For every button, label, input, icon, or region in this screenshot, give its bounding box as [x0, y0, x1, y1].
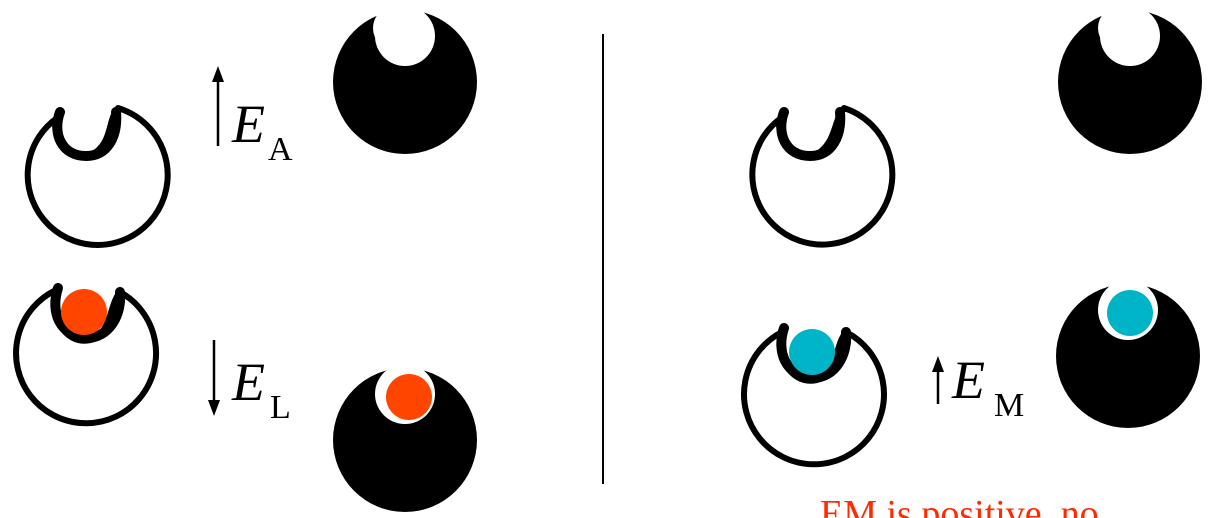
arrow-up-ea [212, 66, 224, 146]
label-em: E M [951, 350, 1024, 424]
receptor-open-bound-right [744, 328, 884, 464]
label-em-sub: M [994, 387, 1024, 424]
label-ea: E A [231, 94, 293, 168]
ligand-red-left-closed [386, 374, 432, 420]
ligand-cyan-right-open [789, 329, 835, 375]
ligand-cyan-right-closed [1107, 290, 1153, 336]
caption-text: EM is positive, no [820, 493, 1099, 518]
label-ea-sub: A [268, 131, 293, 168]
receptor-open-unbound-right [752, 108, 892, 245]
receptor-closed-unbound-right [1058, 6, 1202, 154]
receptor-open-unbound-left [28, 108, 168, 245]
label-em-main: E [951, 350, 985, 410]
label-el: E L [231, 352, 291, 426]
ligand-red-left-open [61, 289, 107, 335]
arrow-down-el [208, 340, 220, 416]
receptor-closed-bound-right [1056, 280, 1200, 428]
label-el-sub: L [270, 389, 291, 426]
label-ea-main: E [231, 94, 265, 154]
receptor-closed-unbound-left [333, 6, 477, 154]
receptor-closed-bound-left [333, 364, 477, 512]
arrow-up-em [932, 356, 944, 404]
label-el-main: E [231, 352, 265, 412]
receptor-open-bound-left [16, 288, 156, 423]
